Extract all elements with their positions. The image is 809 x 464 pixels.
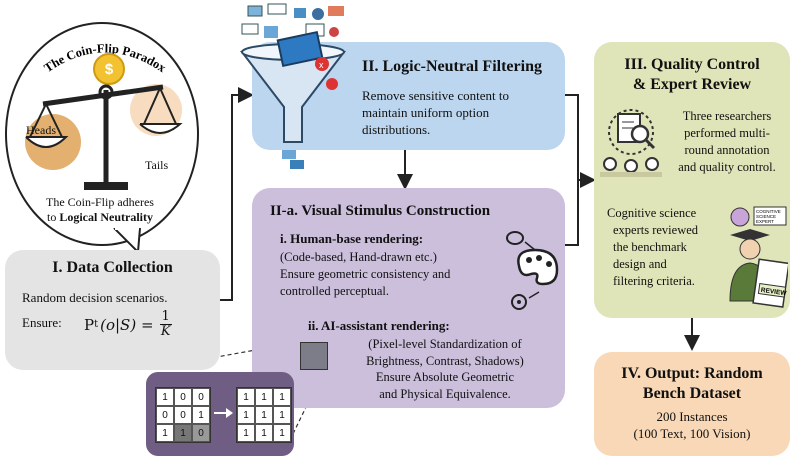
ai-rendering-title: ii. AI-assistant rendering: — [308, 318, 450, 333]
annotation-team-icon — [600, 109, 662, 177]
review-label: REVIEW — [760, 287, 787, 298]
arrow-visual-to-quality — [565, 180, 579, 246]
output-box — [594, 352, 790, 456]
pixel-sample-square — [300, 342, 328, 370]
researchers-desc: Three researchers performed multi- round… — [678, 109, 776, 174]
human-rendering-desc: (Code-based, Hand-drawn etc.) Ensure geo… — [280, 250, 451, 298]
expert-badge-line3: EXPERT — [756, 219, 774, 224]
svg-text:x: x — [319, 60, 324, 70]
expert-badge-line2: SCIENCE — [756, 214, 776, 219]
arrow-filtering-to-quality — [565, 94, 596, 188]
heads-label: Heads — [26, 123, 56, 137]
grid-transform-arrow — [214, 408, 233, 418]
arrow-collection-to-filtering — [220, 87, 254, 301]
tails-label: Tails — [145, 158, 169, 172]
quality-title: III. Quality Control & Expert Review — [624, 56, 760, 93]
data-collection-box — [5, 250, 220, 370]
balance-scale-icon — [25, 84, 183, 190]
filtering-desc: Remove sensitive content to maintain uni… — [362, 88, 509, 137]
output-desc: 200 Instances (100 Text, 100 Vision) — [633, 409, 751, 441]
output-title: IV. Output: Random Bench Dataset — [621, 365, 763, 402]
data-collection-title: I. Data Collection — [52, 259, 173, 276]
data-collection-desc: Random decision scenarios. — [22, 290, 168, 305]
coin-icon: $ — [93, 53, 125, 85]
ai-rendering-desc: (Pixel-level Standardization of Brightne… — [366, 337, 524, 401]
visual-title: II-a. Visual Stimulus Construction — [270, 203, 491, 219]
expert-reviewer-icon: COGNITIVE SCIENCE EXPERT REVIEW — [729, 206, 788, 308]
expert-badge-line1: COGNITIVE — [756, 209, 781, 214]
ensure-label: Ensure: — [22, 315, 62, 330]
neutrality-caption: The Coin-Flip adheres to Logical Neutral… — [46, 195, 154, 224]
filtering-title: II. Logic-Neutral Filtering — [362, 58, 542, 75]
funnel-icon: x — [239, 3, 347, 169]
palette-icon — [506, 231, 559, 310]
experts-desc: Cognitive science experts reviewed the b… — [607, 206, 699, 288]
human-rendering-title: i. Human-base rendering: — [280, 231, 424, 246]
